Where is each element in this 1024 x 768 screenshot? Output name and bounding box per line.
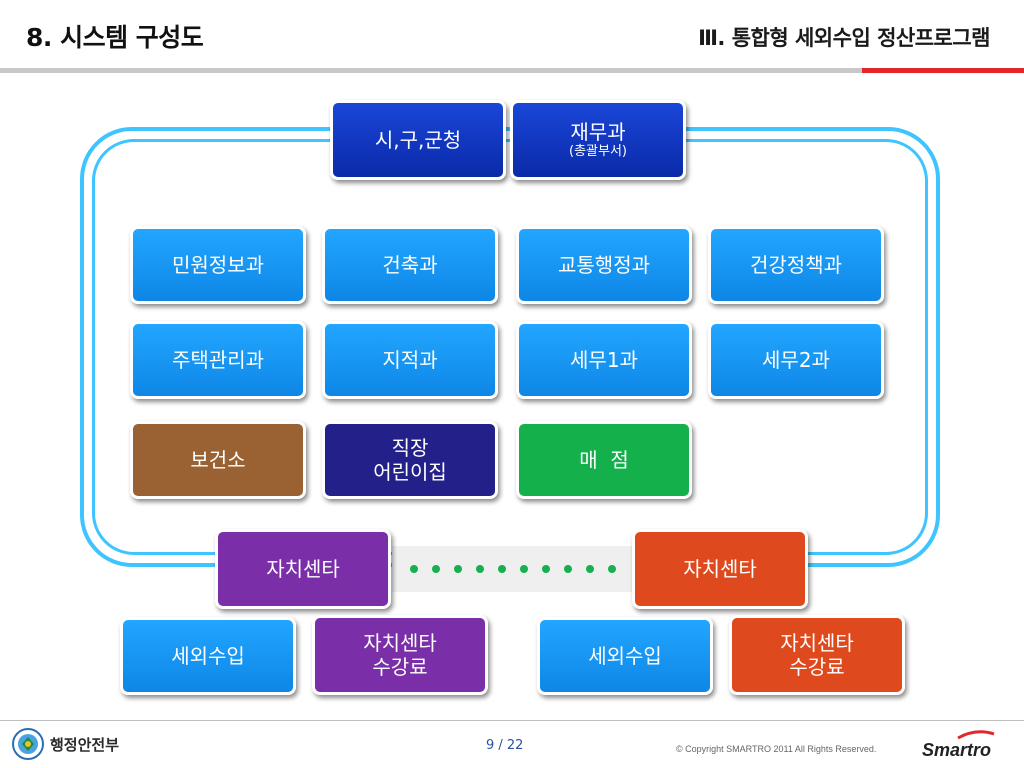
- course-fee-left-line2: 수강료: [372, 655, 428, 679]
- connector-dot: [564, 565, 572, 573]
- dept-box: 세무1과: [516, 321, 692, 399]
- page-title: 8. 시스템 구성도: [26, 23, 204, 52]
- connector-dot: [410, 565, 418, 573]
- non-tax-revenue-left-label: 세외수입: [171, 644, 245, 668]
- course-fee-left-line1: 자치센타: [363, 631, 437, 655]
- connector-dot: [586, 565, 594, 573]
- brand-swoosh-icon: [957, 730, 995, 740]
- dept-box: 세무2과: [708, 321, 884, 399]
- dept-box: 주택관리과: [130, 321, 306, 399]
- page-number: 9 / 22: [486, 738, 524, 753]
- community-center-left-label: 자치센타: [266, 557, 340, 581]
- footer-divider: [0, 720, 1024, 721]
- dept-box: 건축과: [322, 226, 498, 304]
- connector-dot: [498, 565, 506, 573]
- course-fee-right-line1: 자치센타: [780, 631, 854, 655]
- community-center-left-box: 자치센타: [215, 529, 391, 609]
- non-tax-revenue-right-label: 세외수입: [588, 644, 662, 668]
- daycare-label-line1: 직장: [391, 436, 429, 460]
- brand-logo: Smartro: [922, 740, 992, 760]
- community-center-right-box: 자치센타: [632, 529, 808, 609]
- dept-label: 교통행정과: [558, 253, 650, 277]
- connector-dot: [608, 565, 616, 573]
- dept-label: 건강정책과: [750, 253, 842, 277]
- finance-dept-box: 재무과 (총괄부서): [510, 100, 686, 180]
- dept-box: 건강정책과: [708, 226, 884, 304]
- connector-dot: [520, 565, 528, 573]
- connector-dot: [542, 565, 550, 573]
- dept-box: 민원정보과: [130, 226, 306, 304]
- finance-dept-label: 재무과: [570, 120, 626, 145]
- connector-dots: [392, 546, 634, 592]
- copyright-text: © Copyright SMARTRO 2011 All Rights Rese…: [676, 744, 877, 754]
- ministry-logo: 행정안전부: [12, 728, 119, 760]
- non-tax-revenue-left-box: 세외수입: [120, 617, 296, 695]
- ministry-emblem-icon: [12, 728, 44, 760]
- connector-dot: [454, 565, 462, 573]
- finance-dept-sublabel: (총괄부서): [569, 144, 627, 160]
- ministry-name: 행정안전부: [50, 735, 120, 754]
- health-center-label: 보건소: [190, 448, 246, 472]
- dept-label: 민원정보과: [172, 253, 264, 277]
- city-hall-box: 시,구,군청: [330, 100, 506, 180]
- community-center-right-label: 자치센타: [683, 557, 757, 581]
- dept-label: 세무1과: [570, 348, 638, 372]
- course-fee-left-box: 자치센타 수강료: [312, 615, 488, 695]
- daycare-box: 직장 어린이집: [322, 421, 498, 499]
- course-fee-right-box: 자치센타 수강료: [729, 615, 905, 695]
- store-label: 매 점: [579, 448, 629, 472]
- header-divider: [0, 68, 862, 73]
- health-center-box: 보건소: [130, 421, 306, 499]
- dept-label: 지적과: [382, 348, 438, 372]
- city-hall-label: 시,구,군청: [374, 128, 462, 152]
- dept-box: 교통행정과: [516, 226, 692, 304]
- connector-dot: [476, 565, 484, 573]
- section-title: Ⅲ. 통합형 세외수입 정산프로그램: [698, 26, 990, 50]
- store-box: 매 점: [516, 421, 692, 499]
- dept-label: 건축과: [382, 253, 438, 277]
- connector-dot: [432, 565, 440, 573]
- dept-label: 주택관리과: [172, 348, 264, 372]
- daycare-label-line2: 어린이집: [373, 460, 447, 484]
- header-accent-bar: [862, 68, 1024, 73]
- dept-label: 세무2과: [762, 348, 830, 372]
- non-tax-revenue-right-box: 세외수입: [537, 617, 713, 695]
- course-fee-right-line2: 수강료: [789, 655, 845, 679]
- dept-box: 지적과: [322, 321, 498, 399]
